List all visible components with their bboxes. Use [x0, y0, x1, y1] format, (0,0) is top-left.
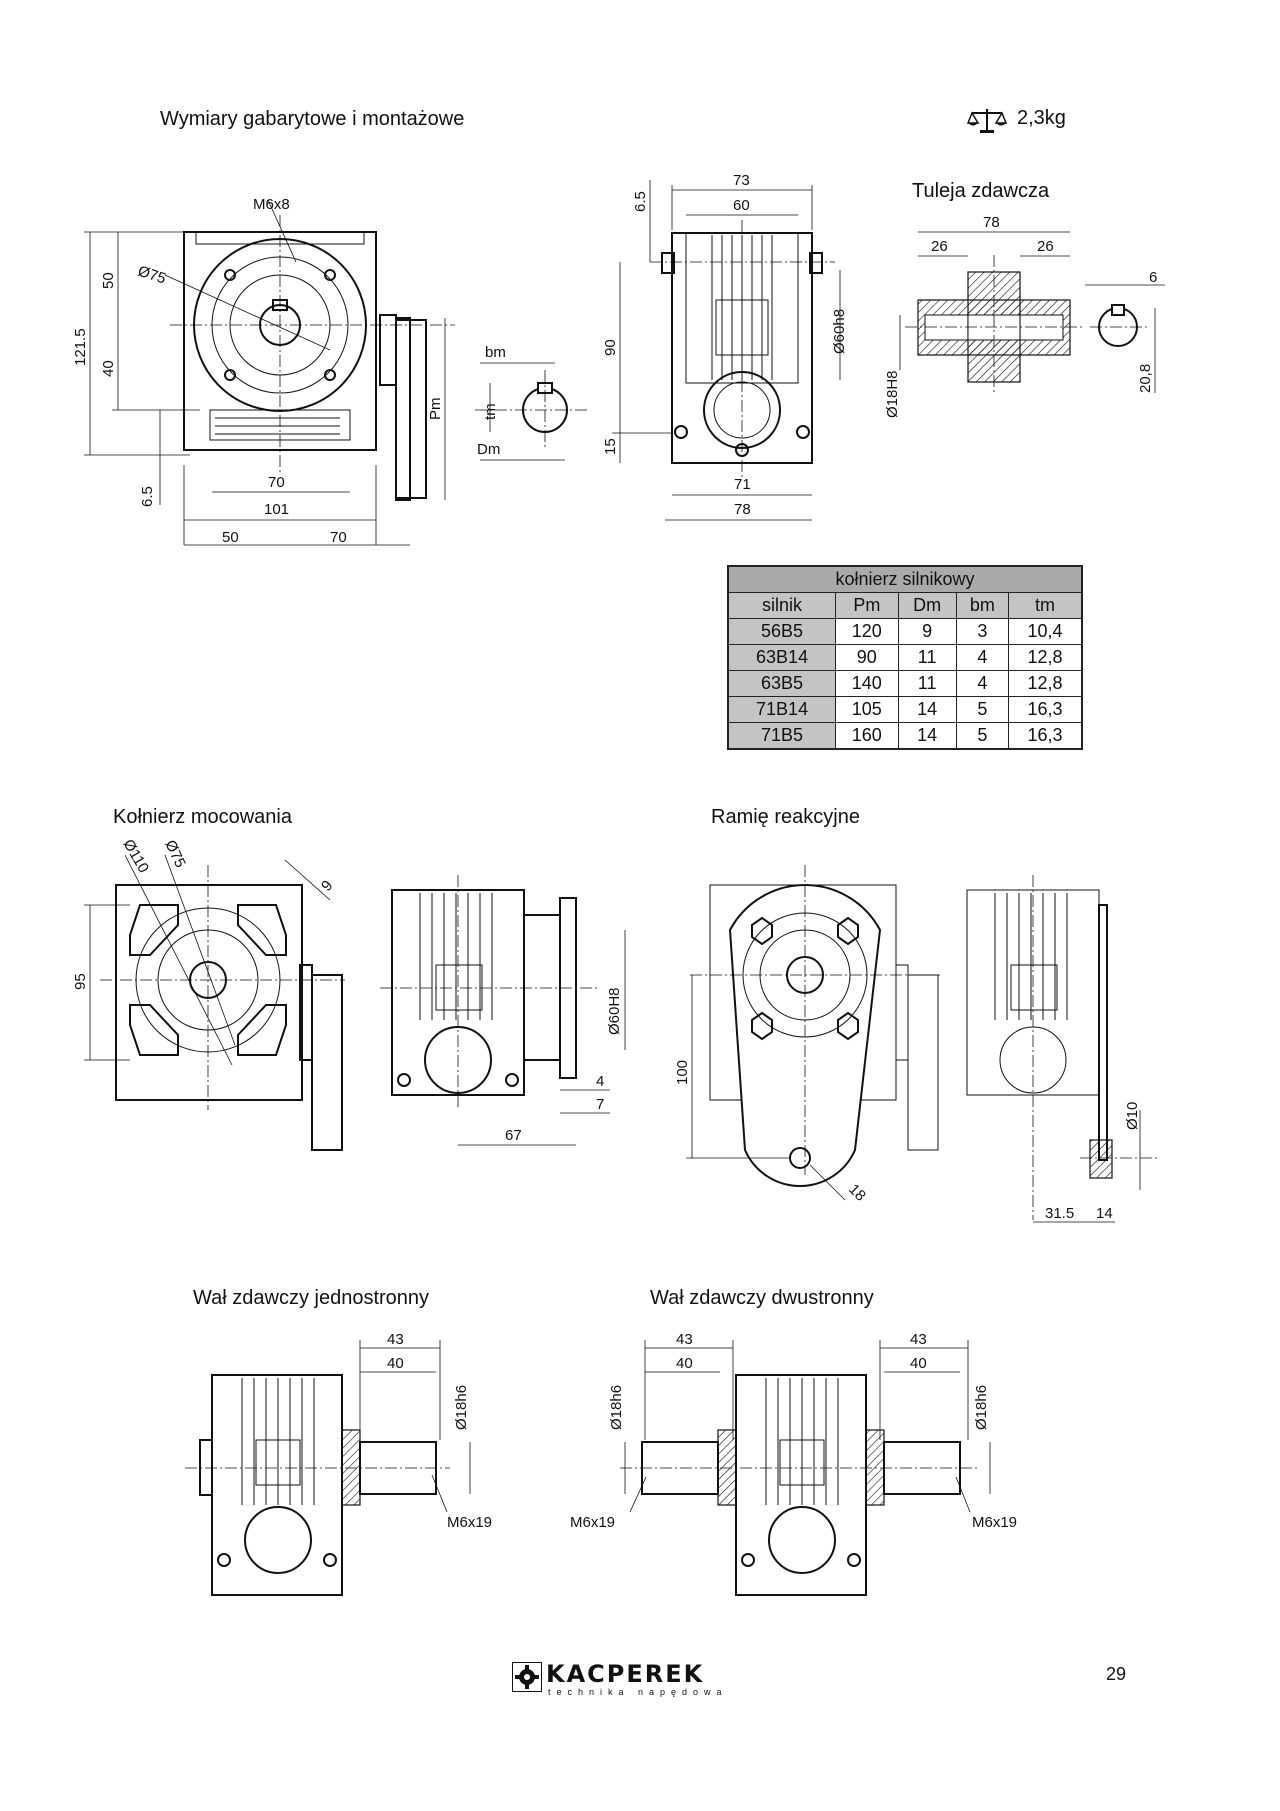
- double-43b-label: 43: [910, 1331, 927, 1348]
- dim-4-label: 4: [596, 1073, 604, 1090]
- d18h8-label: Ø18H8: [884, 370, 901, 418]
- double-d18h6b-label: Ø18h6: [973, 1385, 990, 1430]
- dm-label: Dm: [477, 441, 500, 458]
- table-cell: 4: [955, 670, 1010, 697]
- table-cell: 16,3: [1008, 696, 1083, 723]
- single-43-label: 43: [387, 1331, 404, 1348]
- shaft-single-title: Wał zdawczy jednostronny: [193, 1287, 430, 1309]
- dim-78-label: 78: [734, 501, 751, 518]
- page-title: Wymiary gabarytowe i montażowe: [160, 108, 465, 130]
- table-cell: 10,4: [1008, 618, 1083, 645]
- table-cell: 4: [955, 644, 1010, 671]
- dim-70b-label: 70: [330, 529, 347, 546]
- sleeve-26b-label: 26: [1037, 238, 1054, 255]
- page-number: 29: [1106, 1664, 1127, 1684]
- table-cell: 71B5: [727, 722, 837, 750]
- double-m6x19a-label: M6x19: [570, 1514, 615, 1531]
- double-43a-label: 43: [676, 1331, 693, 1348]
- dim-50b-label: 50: [222, 529, 239, 546]
- gear-logo-icon: [512, 1662, 542, 1692]
- col-header: Pm: [835, 592, 899, 619]
- pm-label: Pm: [427, 398, 444, 421]
- dim-73-label: 73: [733, 172, 750, 189]
- dim-60-label: 60: [733, 197, 750, 214]
- table-cell: 14: [897, 722, 957, 750]
- d60h8b-label: Ø60H8: [606, 987, 623, 1035]
- table-cell: 140: [835, 670, 899, 697]
- mount-flange-title: Kołnierz mocowania: [113, 806, 292, 828]
- weight-value: 2,3kg: [1017, 107, 1066, 129]
- dim-7-label: 7: [596, 1096, 604, 1113]
- dim-101-label: 101: [264, 501, 289, 518]
- dim-6-5b-label: 6.5: [632, 191, 649, 212]
- brand-logo: KACPEREK technika napędowa: [512, 1660, 732, 1700]
- table-cell: 120: [835, 618, 899, 645]
- d60h8-label: Ø60h8: [831, 309, 848, 354]
- dim-90-label: 90: [602, 339, 619, 356]
- table-row: 71B5 160 14 5 16,3: [727, 722, 1083, 750]
- table-cell: 56B5: [727, 618, 837, 645]
- d10-label: Ø10: [1124, 1102, 1141, 1130]
- bm-label: bm: [485, 344, 506, 361]
- table-cell: 5: [955, 722, 1010, 750]
- col-header: tm: [1008, 592, 1083, 619]
- table-cell: 16,3: [1008, 722, 1083, 750]
- table-cell: 5: [955, 696, 1010, 723]
- dim-50-label: 50: [100, 272, 117, 289]
- dim-71-label: 71: [734, 476, 751, 493]
- col-header: Dm: [897, 592, 957, 619]
- sleeve-title: Tuleja zdawcza: [912, 180, 1050, 202]
- table-cell: 105: [835, 696, 899, 723]
- dim-14-label: 14: [1096, 1205, 1113, 1222]
- dim-100-label: 100: [674, 1060, 691, 1085]
- sleeve-26a-label: 26: [931, 238, 948, 255]
- table-row: 63B14 90 11 4 12,8: [727, 644, 1083, 671]
- double-d18h6a-label: Ø18h6: [608, 1385, 625, 1430]
- sleeve-20-8-label: 20,8: [1137, 364, 1154, 393]
- table-cell: 14: [897, 696, 957, 723]
- table-caption: kołnierz silnikowy: [727, 565, 1083, 593]
- dim-95-label: 95: [72, 973, 89, 990]
- motor-flange-table: kołnierz silnikowy silnik Pm Dm bm tm 56…: [727, 565, 1083, 750]
- tm-label: tm: [482, 403, 499, 420]
- sleeve-78-label: 78: [983, 214, 1000, 231]
- m6x8-label: M6x8: [253, 196, 290, 213]
- double-40b-label: 40: [910, 1355, 927, 1372]
- single-d18h6-label: Ø18h6: [453, 1385, 470, 1430]
- table-row: 71B14 105 14 5 16,3: [727, 696, 1083, 723]
- sleeve-6-label: 6: [1149, 269, 1157, 286]
- table-cell: 90: [835, 644, 899, 671]
- dim-70-label: 70: [268, 474, 285, 491]
- table-row: 63B5 140 11 4 12,8: [727, 670, 1083, 697]
- dim-67-label: 67: [505, 1127, 522, 1144]
- single-40-label: 40: [387, 1355, 404, 1372]
- dim-121-label: 121.5: [72, 328, 89, 366]
- torque-arm-title: Ramię reakcyjne: [711, 806, 860, 828]
- double-m6x19b-label: M6x19: [972, 1514, 1017, 1531]
- dim-31-5-label: 31.5: [1045, 1205, 1074, 1222]
- double-40a-label: 40: [676, 1355, 693, 1372]
- balance-scale-icon: [967, 109, 1007, 133]
- shaft-double-title: Wał zdawczy dwustronny: [650, 1287, 874, 1309]
- table-cell: 160: [835, 722, 899, 750]
- dim-40-label: 40: [100, 360, 117, 377]
- single-m6x19-label: M6x19: [447, 1514, 492, 1531]
- brand-tagline: technika napędowa: [548, 1687, 728, 1697]
- table-cell: 71B14: [727, 696, 837, 723]
- dim-6-5-label: 6.5: [139, 486, 156, 507]
- brand-name: KACPEREK: [546, 1660, 705, 1688]
- table-cell: 63B14: [727, 644, 837, 671]
- col-header: silnik: [727, 592, 837, 619]
- dim-15-label: 15: [602, 438, 619, 455]
